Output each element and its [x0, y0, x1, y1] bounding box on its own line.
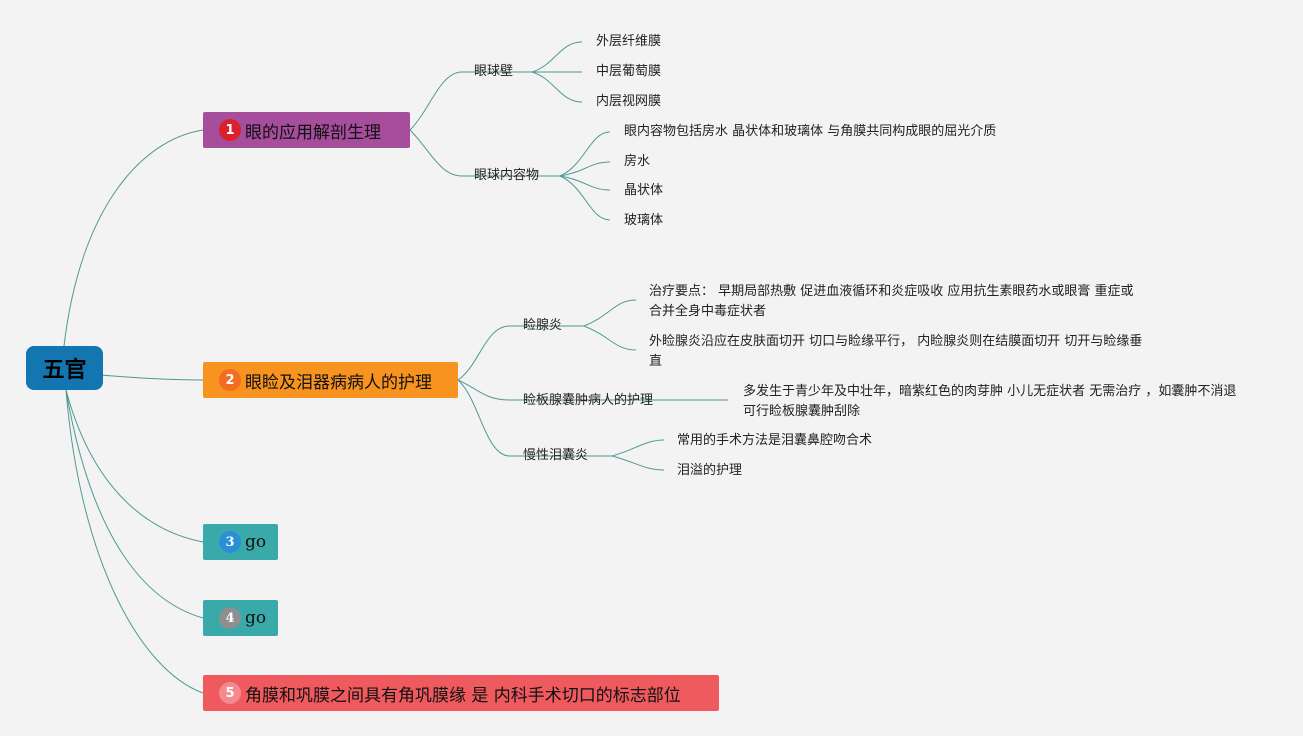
topic-uvea[interactable]: 中层葡萄膜 [596, 64, 662, 79]
priority-2-icon: 2 [219, 369, 241, 391]
topic-refractive-media[interactable]: 眼内容物包括房水 晶状体和玻璃体 与角膜共同构成眼的屈光介质 [624, 124, 997, 139]
branch-eyelid-lacrimal-nursing[interactable]: 2 眼睑及泪器病病人的护理 [203, 362, 458, 398]
topic-eye-contents[interactable]: 眼球内容物 [474, 168, 540, 183]
branch-label: 眼睑及泪器病病人的护理 [245, 372, 432, 393]
topic-fibrous-layer[interactable]: 外层纤维膜 [596, 34, 662, 49]
topic-incision-method[interactable]: 外睑腺炎沿应在皮肤面切开 切口与睑缘平行， 内睑腺炎则在结膜面切开 切开与睑缘垂… [649, 334, 1143, 369]
priority-1-icon: 1 [219, 119, 241, 141]
branch-label: go [245, 608, 267, 628]
topic-chronic-dacryocystitis[interactable]: 慢性泪囊炎 [523, 448, 589, 463]
branch-eye-anatomy[interactable]: 1 眼的应用解剖生理 [203, 112, 410, 148]
topic-lens[interactable]: 晶状体 [624, 183, 664, 198]
branch-go-3[interactable]: 3 go [203, 524, 278, 560]
topic-hordeolum[interactable]: 睑腺炎 [523, 318, 563, 333]
topic-vitreous[interactable]: 玻璃体 [624, 213, 664, 228]
topic-epiphora-nursing[interactable]: 泪溢的护理 [677, 463, 743, 478]
topic-dcr-surgery[interactable]: 常用的手术方法是泪囊鼻腔吻合术 [677, 433, 873, 448]
topic-chalazion-nursing[interactable]: 睑板腺囊肿病人的护理 [523, 393, 654, 408]
topic-retina[interactable]: 内层视网膜 [596, 94, 662, 109]
root-topic[interactable]: 五官 [26, 346, 103, 390]
branch-label: go [245, 532, 267, 552]
topic-treatment-points[interactable]: 治疗要点： 早期局部热敷 促进血液循环和炎症吸收 应用抗生素眼药水或眼膏 重症或… [649, 284, 1134, 319]
topic-eyeball-wall[interactable]: 眼球壁 [474, 64, 514, 79]
branch-corneoscleral-limbus[interactable]: 5 角膜和巩膜之间具有角巩膜缘 是 内科手术切口的标志部位 [203, 675, 719, 711]
priority-5-icon: 5 [219, 682, 241, 704]
topic-chalazion-detail[interactable]: 多发生于青少年及中壮年，暗紫红色的肉芽肿 小儿无症状者 无需治疗 ，如囊肿不消退… [743, 384, 1237, 419]
branch-go-4[interactable]: 4 go [203, 600, 278, 636]
branch-label: 角膜和巩膜之间具有角巩膜缘 是 内科手术切口的标志部位 [245, 685, 681, 706]
topic-aqueous-humor[interactable]: 房水 [624, 154, 651, 169]
priority-4-icon: 4 [219, 607, 241, 629]
branch-label: 眼的应用解剖生理 [245, 122, 381, 143]
priority-3-icon: 3 [219, 531, 241, 553]
